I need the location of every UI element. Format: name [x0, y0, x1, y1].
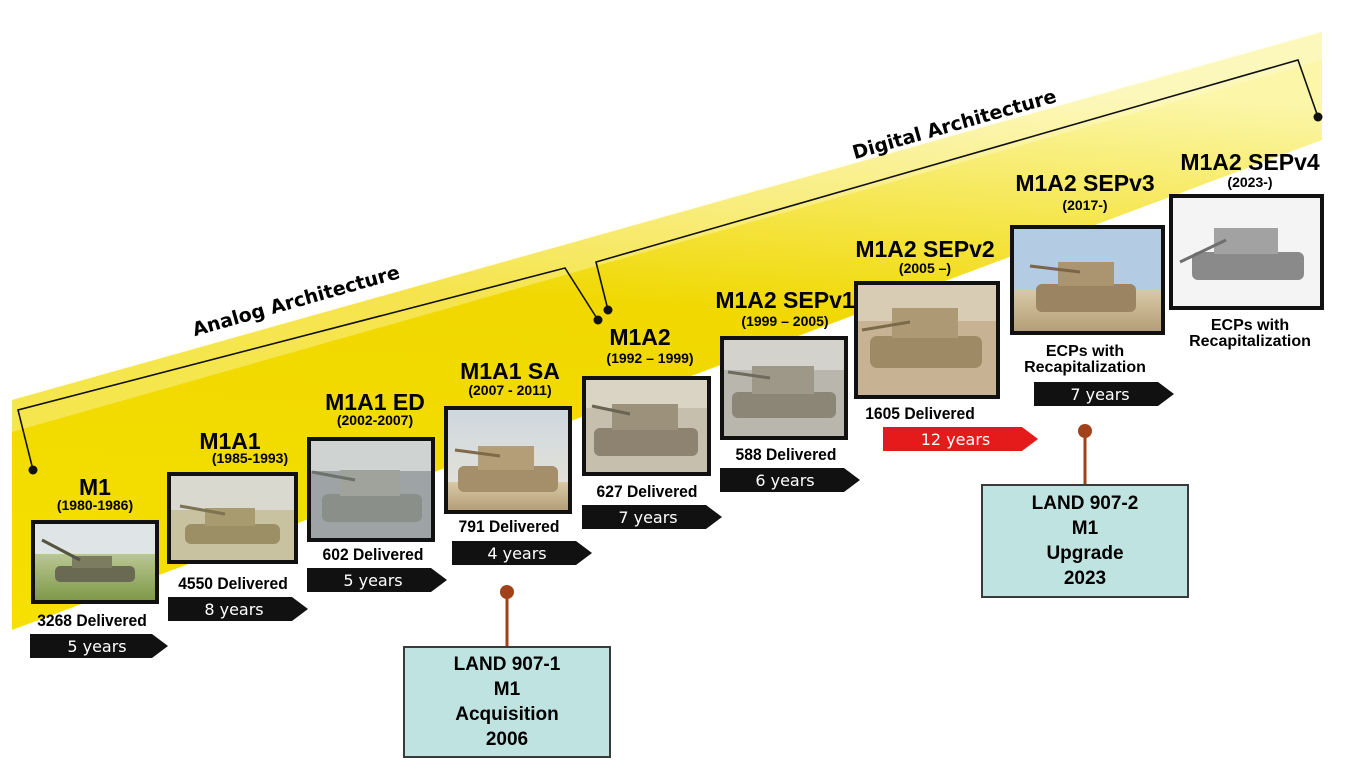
land-907-1-line3: Acquisition	[455, 704, 559, 725]
photo-m1a2sepv4-frame	[1169, 194, 1324, 310]
variant-m1a2sepv2-duration: 12 years	[920, 430, 991, 449]
analog-bracket	[17, 267, 599, 471]
photo-m1a1ed-frame	[307, 437, 435, 542]
land1-connector-dot	[500, 585, 514, 599]
duration-arrow-m1a1ed	[307, 568, 447, 592]
variant-m1a1ed-years: (2002-2007)	[336, 412, 414, 428]
variant-m1a1-delivered: 4550 Delivered	[178, 574, 288, 593]
variant-m1-years: (1980-1986)	[56, 497, 134, 513]
land2-connector-dot	[1078, 424, 1092, 438]
photo-m1a2-frame	[582, 376, 711, 476]
variant-m1a1sa-duration: 4 years	[487, 544, 547, 563]
analog-bracket-start-dot	[28, 465, 38, 475]
variant-m1a1-duration: 8 years	[204, 600, 264, 619]
variant-m1a1ed-duration: 5 years	[343, 571, 403, 590]
variant-m1a2sepv4-ecp-line1: ECPs with	[1210, 317, 1290, 334]
variant-m1a2sepv3-ecp-line2: Recapitalization	[1024, 359, 1146, 376]
variant-m1a2sepv1-years: (1999 – 2005)	[741, 313, 829, 329]
duration-arrow-m1a2sepv3	[1034, 382, 1174, 406]
variant-m1a1ed-name: M1A1 ED	[325, 389, 425, 415]
land-907-1-box: LAND 907-1 M1 Acquisition 2006	[403, 646, 611, 758]
variant-m1a2sepv3-duration: 7 years	[1070, 385, 1130, 404]
duration-arrow-m1a2sepv1	[720, 468, 860, 492]
land-907-2-line1: LAND 907-2	[1031, 493, 1139, 514]
photo-m1a2sepv3-frame	[1010, 225, 1165, 335]
land-907-1-line4: 2006	[485, 729, 529, 750]
variant-m1a2sepv1-name: M1A2 SEPv1	[715, 287, 855, 313]
variant-m1a2-name: M1A2	[609, 324, 671, 350]
land-907-2-line2: M1	[1071, 518, 1099, 539]
variant-m1-delivered: 3268 Delivered	[37, 611, 147, 630]
variant-m1a1-years: (1985-1993)	[211, 450, 289, 466]
variant-m1a2-years: (1992 – 1999)	[606, 350, 694, 366]
land-907-1-line2: M1	[493, 679, 521, 700]
variant-m1a1-name: M1A1	[199, 428, 261, 454]
variant-m1a2-duration: 7 years	[618, 508, 678, 527]
digital-bracket-start-dot	[603, 305, 613, 315]
duration-arrow-m1	[30, 634, 168, 658]
variant-m1a1sa-years: (2007 - 2011)	[468, 382, 552, 398]
photo-m1a2sepv1-frame	[720, 336, 848, 440]
photo-m1a1-frame	[167, 472, 298, 564]
photo-m1a1sa-frame	[444, 406, 572, 514]
variant-m1a1sa-name: M1A1 SA	[460, 358, 560, 384]
land-907-2-line3: Upgrade	[1046, 543, 1124, 564]
photo-m1-frame	[31, 520, 159, 604]
digital-bracket	[595, 59, 1319, 311]
duration-arrow-m1a2	[582, 505, 722, 529]
land-907-2-line4: 2023	[1063, 568, 1107, 589]
variant-m1a1ed-delivered: 602 Delivered	[322, 545, 424, 564]
variant-m1a2sepv2-name: M1A2 SEPv2	[855, 236, 995, 262]
duration-arrows	[30, 382, 1174, 658]
digital-bracket-end-dot	[1313, 112, 1323, 122]
variant-m1a2sepv3-years: (2017-)	[1062, 197, 1108, 213]
duration-arrow-m1a1	[168, 597, 308, 621]
variant-m1a2-delivered: 627 Delivered	[596, 482, 698, 501]
duration-arrow-m1a1sa	[452, 541, 592, 565]
variant-m1a2sepv3-name: M1A2 SEPv3	[1015, 170, 1155, 196]
variant-m1-duration: 5 years	[67, 637, 127, 656]
variant-m1a2sepv4-years: (2023-)	[1227, 174, 1273, 190]
band-highlight	[12, 30, 1322, 432]
variant-m1a1sa-delivered: 791 Delivered	[458, 517, 560, 536]
variant-m1a2sepv1-duration: 6 years	[755, 471, 815, 490]
variant-m1a2sepv4-name: M1A2 SEPv4	[1180, 149, 1320, 175]
photo-m1a2sepv2-frame	[854, 281, 1000, 399]
analog-bracket-end-dot	[593, 315, 603, 325]
land-907-1-line1: LAND 907-1	[453, 654, 561, 675]
land-907-2-box: LAND 907-2 M1 Upgrade 2023	[981, 484, 1189, 598]
duration-arrow-m1a2sepv2	[883, 427, 1038, 451]
variant-m1a2sepv1-delivered: 588 Delivered	[735, 445, 837, 464]
variant-m1a2sepv3-ecp-line1: ECPs with	[1045, 343, 1125, 360]
variant-m1-name: M1	[79, 474, 111, 500]
variant-m1a2sepv2-delivered: 1605 Delivered	[865, 404, 975, 423]
variant-m1a2sepv2-years: (2005 –)	[898, 260, 952, 276]
variant-m1a2sepv4-ecp-line2: Recapitalization	[1189, 333, 1311, 350]
